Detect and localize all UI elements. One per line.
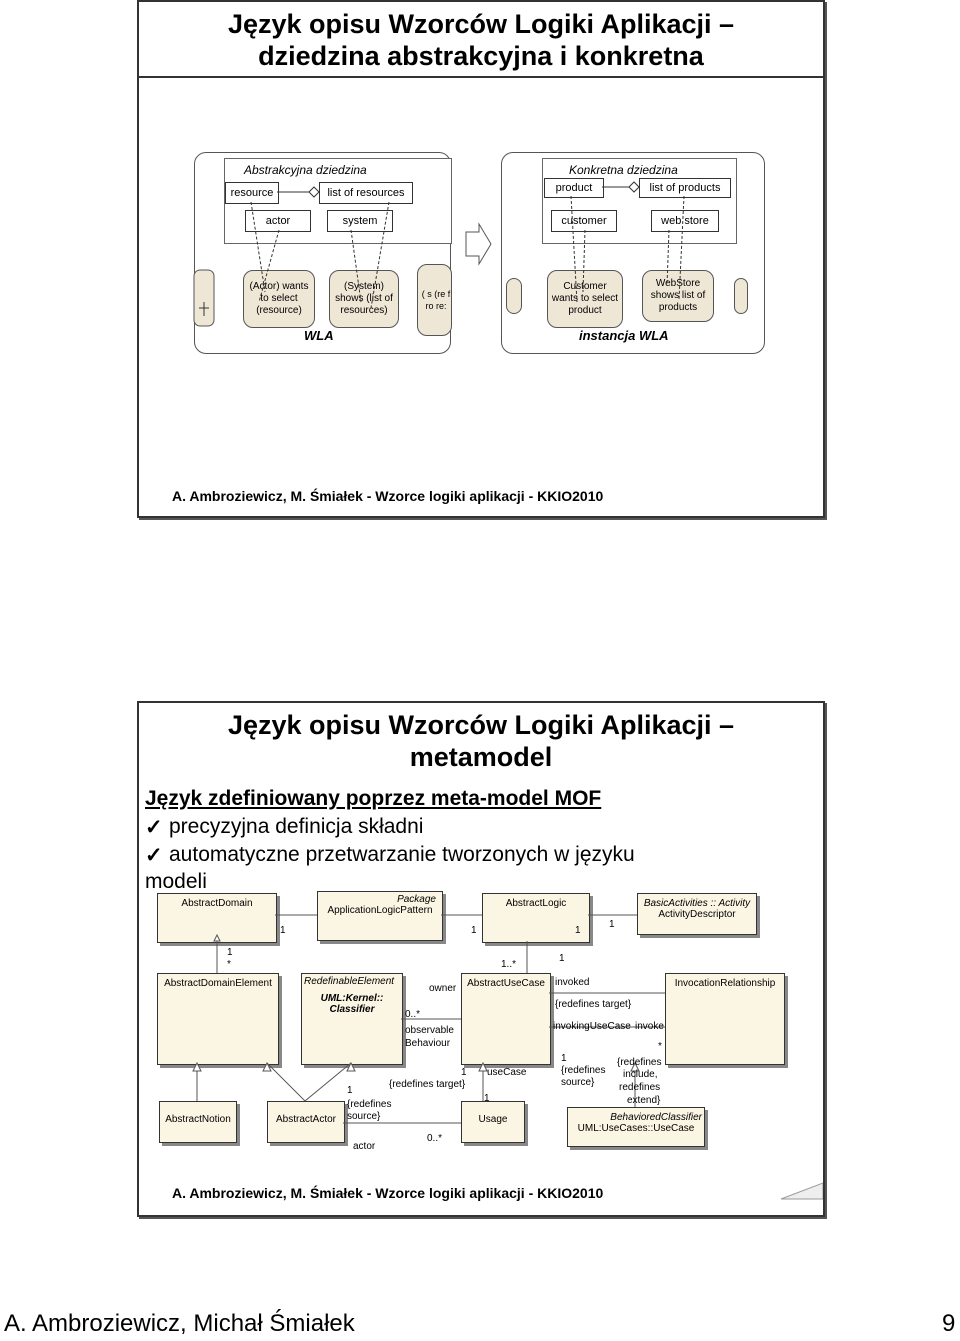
- mult-1: 1: [347, 1085, 353, 1096]
- actor-box: actor: [245, 210, 311, 232]
- class-abstract-use-case: AbstractUseCase: [461, 973, 551, 1065]
- page-footer-authors: A. Ambroziewicz, Michał Śmiałek: [4, 1310, 355, 1337]
- slide-title-line2: metamodel: [409, 742, 553, 772]
- class-abstract-domain-element: AbstractDomainElement: [157, 973, 279, 1065]
- slide-title-line2: dziedzina abstrakcyjna i konkretna: [258, 41, 704, 71]
- class-activity-descriptor: BasicActivities :: Activity ActivityDesc…: [637, 893, 757, 935]
- mult-1: 1: [461, 1067, 467, 1078]
- label-redefines-include: redefines: [619, 1082, 661, 1093]
- concrete-domain-heading: Konkretna dziedzina: [569, 163, 678, 177]
- instance-step-webstore: WebStore shows list of products: [642, 270, 714, 322]
- class-behaviored-classifier: BehavioredClassifier UML:UseCases::UseCa…: [567, 1107, 705, 1147]
- mult-1: 1: [484, 1093, 490, 1104]
- domain-connectors: [193, 181, 685, 327]
- label-redefines-include: {redefines: [617, 1057, 662, 1068]
- class-abstract-actor: AbstractActor: [267, 1101, 345, 1143]
- slide-domain: Język opisu Wzorców Logiki Aplikacji – d…: [137, 0, 825, 518]
- mult-star: *: [227, 959, 231, 970]
- mult-1: 1: [609, 919, 615, 930]
- wla-label: WLA: [304, 328, 334, 343]
- list-products-box: list of products: [639, 178, 731, 198]
- mult-1: 1: [561, 1053, 567, 1064]
- bullet-2: automatyczne przetwarzanie tworzonych w …: [169, 843, 635, 866]
- intro-text: Język zdefiniowany poprzez meta-model MO…: [145, 787, 602, 810]
- resource-box: resource: [225, 182, 279, 204]
- customer-box: customer: [551, 210, 617, 232]
- slide-footer: A. Ambroziewicz, M. Śmiałek - Wzorce log…: [172, 1185, 604, 1201]
- label-behaviour: Behaviour: [405, 1038, 451, 1049]
- mult-0-many: 0..*: [405, 1009, 421, 1020]
- mult-0-many: 0..*: [427, 1133, 443, 1144]
- wla-step-actor: (Actor) wants to select (resource): [243, 270, 315, 328]
- list-resources-box: list of resources: [319, 182, 413, 204]
- label-owner: owner: [429, 983, 457, 994]
- instance-step-customer: Customer wants to select product: [547, 270, 623, 328]
- web-store-box: web store: [651, 210, 719, 232]
- slide-footer: A. Ambroziewicz, M. Śmiałek - Wzorce log…: [172, 488, 604, 504]
- class-usage: Usage: [461, 1101, 525, 1143]
- label-observable: observable: [405, 1025, 454, 1036]
- slide-title-line1: Język opisu Wzorców Logiki Aplikacji –: [227, 710, 735, 740]
- class-abstract-logic: AbstractLogic: [482, 893, 590, 943]
- slide-title-line1: Język opisu Wzorców Logiki Aplikacji –: [227, 9, 735, 39]
- mult-1: 1: [280, 925, 286, 936]
- wla-step-system: (System) shows (list of resources): [329, 270, 399, 328]
- mult-1: 1: [575, 925, 581, 936]
- bullet-check-icon: ✓: [145, 844, 163, 867]
- metamodel-connectors: [192, 914, 823, 1200]
- mult-1-many: 1..*: [501, 959, 517, 970]
- label-redefines-source: source}: [347, 1111, 381, 1122]
- slide-metamodel: Język opisu Wzorców Logiki Aplikacji – m…: [137, 701, 825, 1217]
- class-abstract-domain: AbstractDomain: [157, 893, 277, 943]
- label-redefines-include: include,: [623, 1069, 658, 1080]
- bullet-1: precyzyjna definicja składni: [169, 815, 424, 838]
- label-invoked: invoked: [555, 977, 590, 988]
- instance-step-right-stub: [734, 278, 748, 314]
- bullet-2-cont: modeli: [145, 870, 207, 893]
- label-redefines-source: {redefines: [561, 1065, 606, 1076]
- label-redefines-source: {redefines: [347, 1099, 392, 1110]
- label-redefines-source: source}: [561, 1077, 595, 1088]
- label-redefines-target: {redefines target}: [555, 999, 632, 1010]
- abstract-domain-heading: Abstrakcyjna dziedzina: [244, 163, 367, 177]
- product-box: product: [544, 178, 604, 198]
- class-abstract-notion: AbstractNotion: [159, 1101, 237, 1143]
- class-invocation-relationship: InvocationRelationship: [665, 973, 785, 1065]
- label-redefines-include: extend}: [627, 1095, 661, 1106]
- page-number: 9: [942, 1310, 956, 1337]
- label-invoking-use-case: invokingUseCase: [553, 1021, 631, 1032]
- label-invoke: invoke: [635, 1021, 664, 1032]
- mult-star: *: [658, 1041, 662, 1052]
- instance-label: instancja WLA: [579, 328, 669, 343]
- slide-title-box: Język opisu Wzorców Logiki Aplikacji – d…: [139, 2, 823, 78]
- label-actor: actor: [353, 1141, 376, 1152]
- bullet-check-icon: ✓: [145, 816, 163, 839]
- wla-step-partial: ( s (re fro re:: [417, 264, 452, 336]
- label-use-case: useCase: [487, 1067, 527, 1078]
- label-redefines-target: {redefines target}: [389, 1079, 466, 1090]
- system-box: system: [327, 210, 393, 232]
- mult-1: 1: [559, 953, 565, 964]
- class-application-logic-pattern: Package ApplicationLogicPattern: [317, 891, 443, 941]
- instance-step-left-stub: [506, 278, 522, 314]
- mult-1: 1: [227, 947, 233, 958]
- mult-1: 1: [471, 925, 477, 936]
